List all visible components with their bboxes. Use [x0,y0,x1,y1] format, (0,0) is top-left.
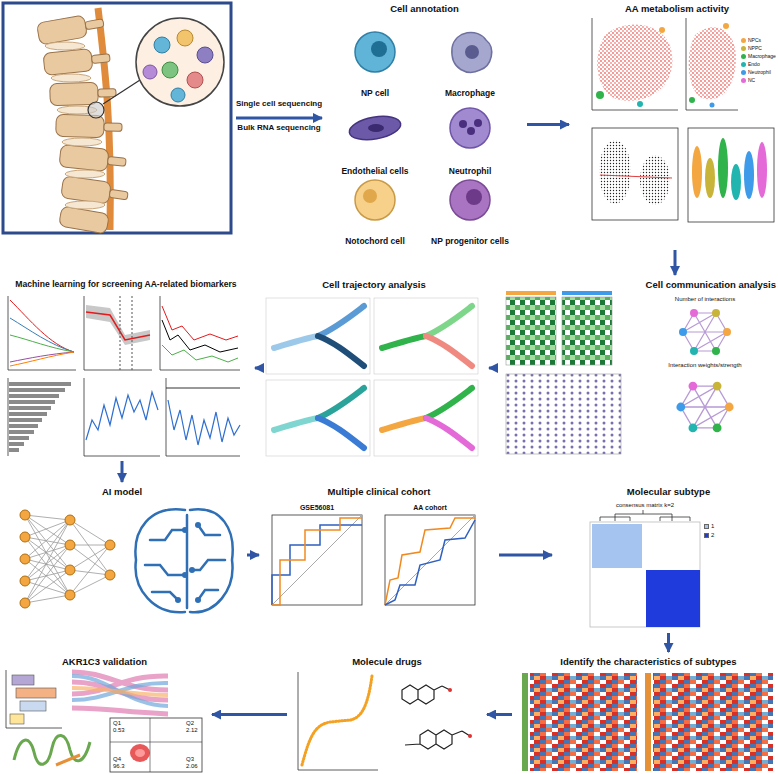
legend-swatch [741,62,746,67]
legend-text: Neutrophil [748,70,771,75]
stage-panel: AKR1C3 validation [0,655,209,774]
plot-label: 2.06 [186,763,198,770]
stage-title: Identify the characteristics of subtypes [515,656,778,667]
flow-arrow [667,633,670,652]
stage-title: Cell trajectory analysis [262,279,486,290]
stage-title: NP cell [359,88,391,98]
cell-type: Notochord cell [327,174,423,246]
sequencing-arrow [236,117,322,120]
cell-type: NP progenitor cells [422,174,518,246]
legend-swatch [741,54,746,59]
legend-swatch [704,524,709,529]
cell-icons [347,32,491,220]
flow-arrow [499,554,552,557]
drug-plot [298,672,472,770]
brain-circuit [135,509,232,612]
stage-title: Machine learning for screening AA-relate… [0,279,252,289]
plot-label: consensus matrix k=2 [616,502,674,509]
cell-type: NP cell [327,22,423,98]
stage-title: Cell annotation [325,3,524,14]
umap-plots [592,18,738,110]
plot-label: AA cohort [413,504,447,512]
flow-arrow [487,713,512,716]
stage-title: Endothelial cells [339,166,410,176]
stage-title: Molecular subtype [555,486,778,497]
stage-panel: Multiple clinical cohort [262,485,496,625]
legend-swatch [741,46,746,51]
plot-label: Q3 [186,756,194,763]
plot-label: 96.3 [113,763,125,770]
validation-plots [6,670,202,772]
legend-text: 1 [711,523,714,529]
legend-entry: Macrophage [741,54,776,59]
plot-label: Bulk RNA sequencing [237,124,320,133]
scatter-plot [592,128,678,220]
plot-label: Q2 [186,720,194,727]
spine-illustration [3,3,231,234]
stage-panel: AA metabolism activity [572,2,778,247]
flow-arrow [527,123,569,126]
legend-text: NC [748,78,755,83]
legend-entry: Neutrophil [741,70,771,75]
legend-text: 2 [711,532,714,538]
plot-label: 0.53 [113,727,125,734]
cell-type: Neutrophil [422,100,518,176]
plot-label: 2.12 [186,727,198,734]
communication-plots [506,291,734,454]
legend-text: NPCs [748,38,761,43]
subtype-heatmaps [522,673,773,771]
stage-title: Neutrophil [447,166,494,176]
legend-text: Endo [748,62,760,67]
stage-title: Cell communication analysis [496,279,778,290]
cell-type: Macrophage [422,22,518,98]
legend-entry: 2 [704,532,714,538]
roc-plots [272,515,475,605]
plot-label: Number of interactions [675,296,735,303]
legend-entry: NC [741,78,755,83]
stage-panel: Cell trajectory analysis [262,278,486,458]
plot-label: Q4 [113,756,121,763]
stage-title: Notochord cell [343,236,407,246]
flow-arrow [212,713,287,716]
stage-title: AI model [0,486,244,497]
neural-network [20,510,115,608]
stage-panel: Machine learning for screening AA-relate… [0,278,252,458]
legend-swatch [741,70,746,75]
legend-entry: 1 [704,523,714,529]
legend-swatch [741,78,746,83]
plot-label: Single cell sequencing [236,100,322,109]
stage-title: AKR1C3 validation [0,656,209,667]
stage-title: Multiple clinical cohort [262,486,496,497]
stage-title: AA metabolism activity [572,3,778,14]
legend-swatch [741,38,746,43]
legend-entry: Endo [741,62,760,67]
stage-title: Molecule drugs [290,656,484,667]
stage-panel: AI model [0,485,244,625]
plot-label: Interaction weights/strength [668,362,741,369]
flow-arrow [255,367,259,370]
legend-swatch [704,533,709,538]
stage-panel: Cell annotation NP cell MacrophageEndothel… [325,2,524,247]
stage-panel: Molecule drugs [290,655,484,774]
trajectory-plots [266,298,478,456]
legend-text: Macrophage [748,54,776,59]
flow-arrow [674,250,677,275]
legend-entry: NPPC [741,46,762,51]
plot-label: Q1 [113,720,121,727]
stage-title: NP progenitor cells [429,236,511,246]
violin-plot [688,128,774,222]
ml-plots [8,296,240,456]
flow-arrow [247,554,259,557]
flow-arrow [489,367,493,370]
consensus-matrix [590,510,700,627]
stage-panel: Identify the characteristics of subtypes [515,655,778,774]
legend-text: NPPC [748,46,762,51]
flow-arrow [121,461,124,482]
legend-entry: NPCs [741,38,761,43]
plot-label: GSE56081 [300,504,334,512]
stage-title: Macrophage [443,88,497,98]
cell-type: Endothelial cells [327,100,423,176]
